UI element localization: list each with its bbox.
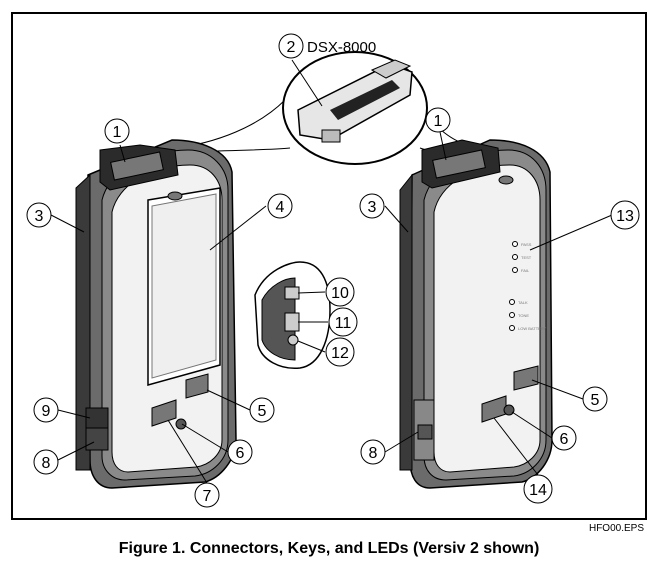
callout-10: 10 <box>331 285 349 302</box>
callout-4: 4 <box>276 199 285 216</box>
callout-7: 7 <box>203 488 212 505</box>
callout-6-right: 6 <box>560 431 569 448</box>
callout-5-right: 5 <box>591 392 600 409</box>
callout-11: 11 <box>335 315 352 332</box>
callout-8-left: 8 <box>42 455 51 472</box>
callout-14: 14 <box>529 482 547 499</box>
file-id: HFO00.EPS <box>588 523 644 534</box>
callout-9: 9 <box>42 403 51 420</box>
led-test-label: TEST <box>521 255 532 260</box>
callout-12: 12 <box>331 345 349 362</box>
callouts: 1 1 2 DSX-8000 3 3 4 5 5 6 6 7 8 8 9 10 … <box>26 33 640 508</box>
figure-frame <box>11 12 647 520</box>
figure-caption: Figure 1. Connectors, Keys, and LEDs (Ve… <box>118 540 540 557</box>
led-talk-label: TALK <box>518 300 528 305</box>
callout-1-right: 1 <box>434 113 443 130</box>
callout-6-left: 6 <box>236 445 245 462</box>
callout-2: 2 <box>287 39 296 56</box>
led-labels: PASS TEST FAIL TALK TONE LOW BATTERY <box>518 242 547 331</box>
led-tone-label: TONE <box>518 313 529 318</box>
callout-5-left: 5 <box>258 403 267 420</box>
callout-3-left: 3 <box>35 208 44 225</box>
leader-lines <box>50 59 613 484</box>
led-fail-label: FAIL <box>521 268 530 273</box>
led-pass-label: PASS <box>521 242 532 247</box>
tester-right <box>399 139 553 489</box>
callout-13: 13 <box>616 208 634 225</box>
led-low-battery-label: LOW BATTERY <box>518 326 547 331</box>
callout-8-right: 8 <box>369 445 378 462</box>
module-magnifier <box>177 51 471 165</box>
callout-1-left: 1 <box>113 124 122 141</box>
side-connector-magnifier <box>254 261 331 369</box>
tester-left <box>75 139 237 489</box>
callout-3-right: 3 <box>368 199 377 216</box>
model-label: DSX-8000 <box>307 39 376 56</box>
